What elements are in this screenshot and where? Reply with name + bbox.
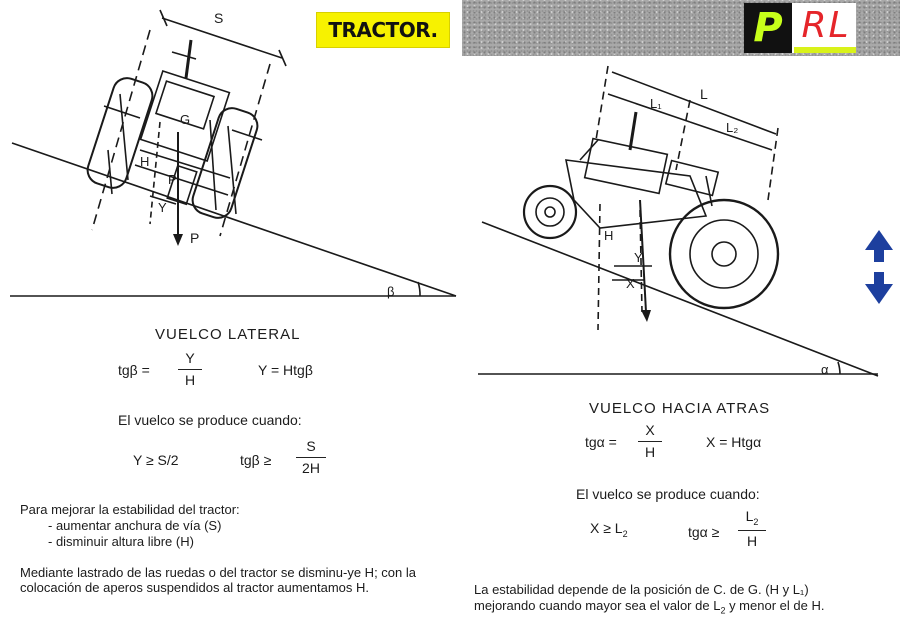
label-x-right: X (626, 276, 635, 291)
right-angle-arc (837, 361, 841, 375)
right-note-line-1: La estabilidad depende de la posición de… (474, 582, 809, 597)
left-slope-line (11, 142, 457, 297)
label-l1: L₁ (650, 96, 662, 111)
label-l2: L₂ (726, 120, 739, 135)
right-eq1-lhs: tgα = (585, 434, 617, 450)
left-eq1-lhs: tgβ = (118, 362, 150, 378)
right-eq1-fraction: X H (638, 422, 662, 460)
tractor-side-view (522, 111, 780, 310)
label-s: S (214, 10, 224, 26)
prl-logo: P RL (744, 3, 856, 53)
left-bullet-1: - aumentar anchura de vía (S) (48, 518, 222, 533)
left-eq3: Y ≥ S/2 (133, 452, 179, 468)
right-eq4-lhs: tgα ≥ (688, 524, 720, 540)
right-eq4-fraction: L2 H (738, 508, 766, 549)
left-eq4-den: 2H (302, 460, 320, 476)
left-condition: El vuelco se produce cuando: (118, 412, 302, 428)
right-heading: VUELCO HACIA ATRAS (589, 400, 771, 417)
page-title: TRACTOR. (316, 12, 450, 48)
left-lateral-diagram (10, 9, 457, 297)
right-eq4-num: L2 (745, 508, 759, 527)
label-beta: β (387, 284, 395, 299)
up-arrow-icon[interactable] (865, 230, 893, 262)
up-down-arrows-icon[interactable] (862, 228, 896, 306)
left-eq2: Y = Htgβ (258, 362, 313, 378)
logo-letter-p: P (744, 3, 792, 53)
logo-letters-rl: RL (801, 4, 851, 46)
label-y-left: Y (158, 200, 167, 215)
right-backward-diagram (478, 65, 879, 377)
label-y-right: Y (634, 250, 643, 265)
logo-underline (794, 47, 856, 53)
right-eq1-num: X (645, 422, 655, 438)
right-eq2: X = Htgα (706, 434, 762, 450)
weight-vector-right (639, 199, 647, 313)
label-p: P (190, 230, 200, 246)
left-eq4-lhs: tgβ ≥ (240, 452, 272, 468)
label-h-left: H (140, 154, 150, 169)
l-dimension-line (611, 71, 777, 135)
left-bullet-2: - disminuir altura libre (H) (48, 534, 194, 549)
left-angle-arc (417, 281, 421, 297)
label-l: L (700, 86, 708, 102)
down-arrow-icon[interactable] (865, 272, 893, 304)
label-alpha: α (821, 362, 829, 377)
right-condition: El vuelco se produce cuando: (576, 486, 760, 502)
right-eq4-den: H (746, 532, 758, 549)
left-eq1-den: H (184, 372, 196, 388)
s-dimension-line (161, 17, 283, 59)
left-note: Mediante lastrado de las ruedas o del tr… (20, 565, 416, 595)
tractor-front-view (86, 39, 263, 219)
left-improve: Para mejorar la estabilidad del tractor: (20, 502, 240, 517)
label-g: G (180, 112, 191, 127)
right-eq1-den: H (644, 444, 656, 460)
right-slope-line (481, 221, 879, 377)
label-h-right: H (604, 228, 614, 243)
label-p-small: P (168, 172, 177, 187)
right-eq3: X ≥ L2 (590, 520, 628, 539)
left-eq4-fraction: S 2H (296, 438, 326, 476)
right-note-line-2: mejorando cuando mayor sea el valor de L… (474, 598, 825, 616)
left-eq1-num: Y (185, 350, 195, 366)
left-eq1-fraction: Y H (178, 350, 202, 388)
left-heading: VUELCO LATERAL (155, 326, 301, 343)
left-eq4-num: S (306, 438, 316, 454)
